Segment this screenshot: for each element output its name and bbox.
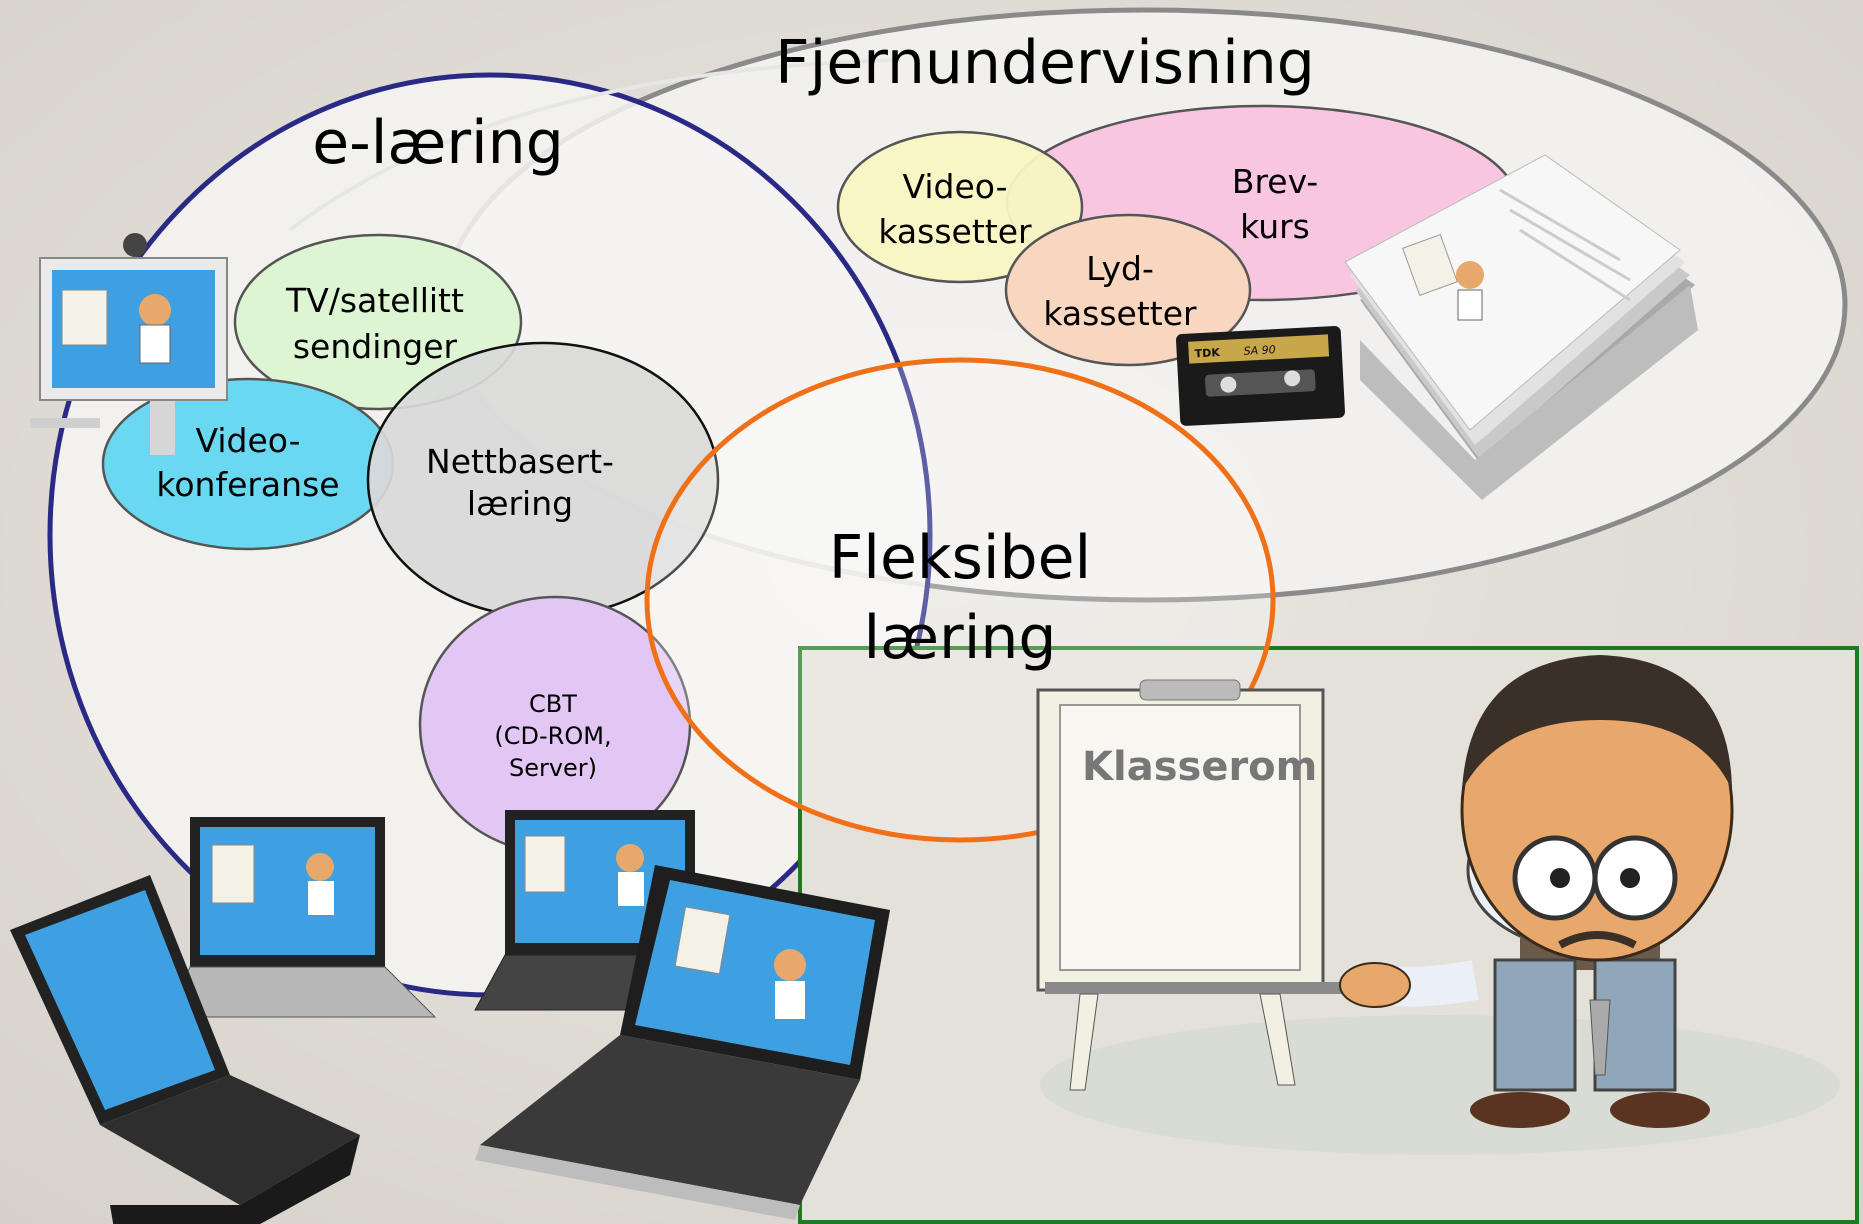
tv-satellitt-label-line1: TV/satellitt: [285, 281, 464, 320]
videokassetter-label-line1: Video-: [903, 167, 1008, 206]
cbt-label-line1: CBT: [529, 690, 577, 718]
videoconference-system-icon: [30, 233, 228, 455]
lydkassetter-label-line1: Lyd-: [1086, 249, 1154, 288]
tv-satellitt-label-line2: sendinger: [293, 327, 458, 366]
fleksibel-label-line2: læring: [863, 603, 1056, 673]
fjernundervisning-label: Fjernundervisning: [775, 28, 1315, 98]
audio-cassette-icon: TDK SA 90: [1176, 326, 1345, 426]
overlap-curve: [288, 58, 901, 232]
laptop-icon: [169, 817, 437, 1018]
svg-text:TDK: TDK: [1194, 346, 1220, 360]
cbt-label-line3: Server): [509, 754, 597, 782]
e-laering-label: e-læring: [312, 108, 564, 178]
nettbasert-label-line1: Nettbasert-: [426, 442, 614, 481]
nettbasert-label-line2: læring: [467, 484, 573, 523]
lydkassetter-label-line2: kassetter: [1043, 294, 1197, 333]
fleksibel-label-line1: Fleksibel: [829, 523, 1091, 593]
videokonferanse-label-line1: Video-: [196, 421, 301, 460]
laptop-icon: [10, 875, 360, 1224]
videokonferanse-label-line2: konferanse: [156, 465, 339, 504]
classroom-board-label: Klasserom: [1082, 744, 1317, 790]
brevkurs-label-line1: Brev-: [1232, 162, 1318, 201]
brevkurs-label-line2: kurs: [1240, 207, 1310, 246]
videokassetter-label-line2: kassetter: [878, 212, 1032, 251]
laptop-icon: [475, 865, 890, 1220]
svg-text:SA 90: SA 90: [1243, 343, 1276, 358]
cbt-label-line2: (CD-ROM,: [494, 722, 611, 750]
videokonferanse-bubble: [101, 377, 395, 551]
teacher-illustration: Klasserom: [1036, 655, 1840, 1155]
paper-stack-icon: [1344, 154, 1698, 500]
lydkassetter-bubble: [1004, 213, 1252, 367]
videokassetter-bubble: [836, 130, 1084, 284]
